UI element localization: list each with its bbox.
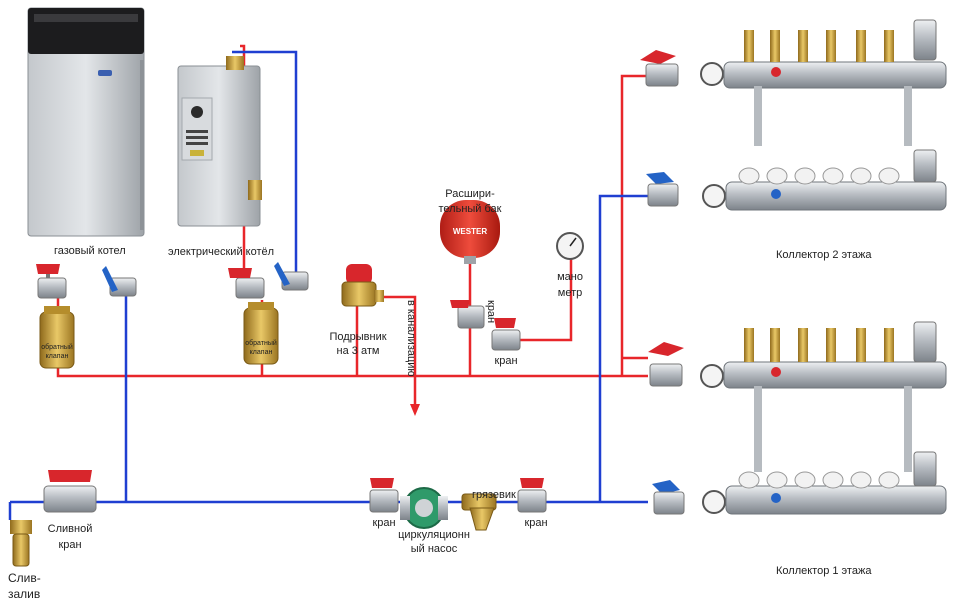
expansion-tank: WESTER (440, 200, 500, 264)
gas-boiler (27, 7, 145, 237)
electric-boiler-label: электрический котёл (168, 246, 274, 258)
pump-label-1: циркуляционн (398, 529, 470, 541)
collector-2-label: Коллектор 2 этажа (776, 249, 872, 261)
to-sewer-label: в канализацию (405, 300, 417, 377)
safety-valve (341, 264, 384, 307)
ball-valve-blue-electric (274, 262, 309, 291)
drain-valve-label-2: кран (58, 539, 81, 551)
ball-valve-blue-gas (102, 266, 137, 297)
gauge-valve-label: кран (494, 355, 517, 367)
pump-valve-left-label: кран (372, 517, 395, 529)
pump-valve-left (369, 478, 399, 513)
drain-fill-label-2: залив (8, 587, 40, 601)
manometer-label-1: мано (557, 271, 583, 283)
electric-boiler (177, 56, 262, 227)
tank-brand-text: WESTER (453, 227, 487, 236)
ball-valve-gauge (491, 318, 521, 351)
drain-valve (43, 470, 97, 513)
collector-2-return (646, 149, 947, 211)
drain-valve-label-1: Сливной (48, 523, 93, 535)
gas-boiler-label: газовый котел (54, 245, 126, 257)
drain-fill-fitting (10, 520, 32, 567)
check-valve-electric (243, 302, 279, 365)
check-valve-gas-label: обратный (41, 343, 73, 351)
expansion-tank-label-2: тельный бак (439, 203, 502, 215)
sewer-arrow (410, 404, 420, 416)
check-valve-gas (39, 306, 75, 369)
ball-valve-tank (450, 300, 485, 329)
dirt-filter (461, 493, 497, 531)
check-valve-electric-label: обратный (245, 339, 277, 347)
manometer (556, 232, 584, 260)
safety-valve-label-1: Подрывник (329, 331, 386, 343)
check-valve-electric-label2: клапан (250, 349, 273, 356)
tank-valve-label: кран (485, 300, 497, 323)
circulation-pump (400, 487, 448, 529)
ball-valve-red-electric (228, 268, 265, 299)
safety-valve-label-2: на 3 атм (337, 345, 380, 357)
manometer-label-2: метр (558, 287, 582, 299)
dirt-filter-label: грязевик (472, 489, 516, 501)
expansion-tank-label-1: Расшири- (445, 188, 495, 200)
collector-1-label: Коллектор 1 этажа (776, 565, 872, 577)
pump-label-2: ый насос (411, 543, 458, 555)
drain-fill-label-1: Слив- (8, 571, 41, 585)
collector-1-return (652, 451, 947, 515)
pump-valve-right (517, 478, 547, 513)
ball-valve-red-gas (36, 264, 67, 299)
collector-2-supply (640, 19, 947, 146)
check-valve-gas-label2: клапан (46, 353, 69, 360)
collector-1-supply (648, 321, 947, 472)
pump-valve-right-label: кран (524, 517, 547, 529)
